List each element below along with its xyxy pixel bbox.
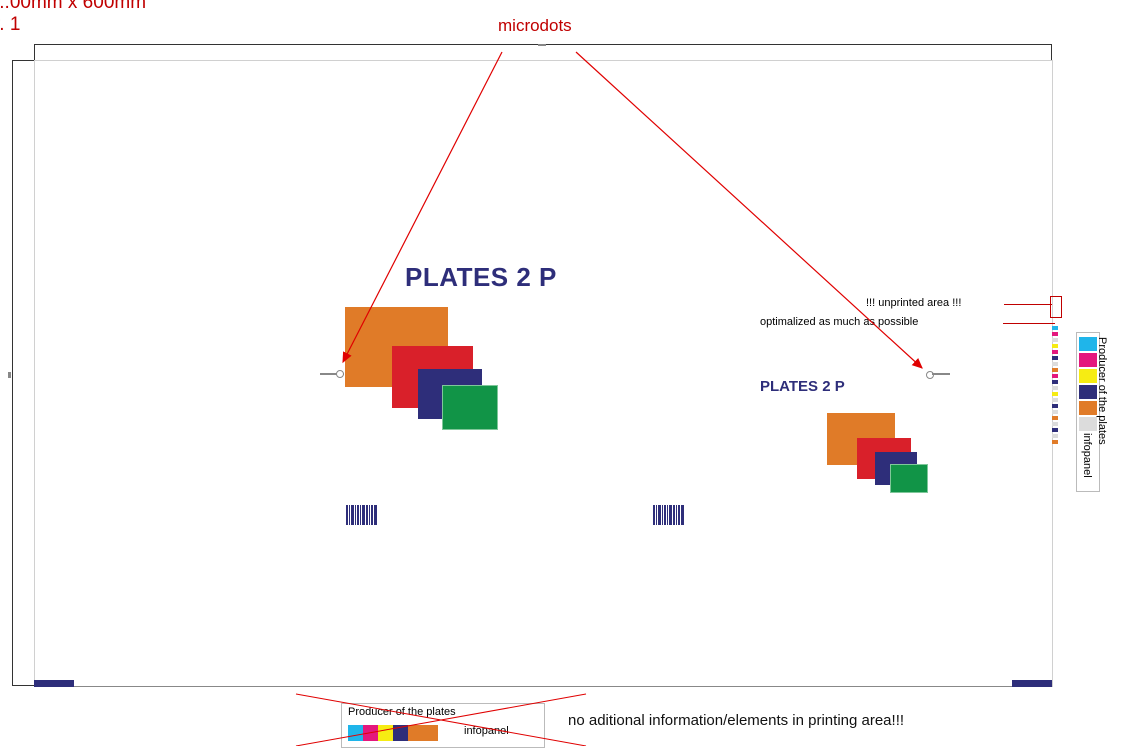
microdot-left: [320, 373, 344, 375]
green-square-small: [890, 464, 928, 493]
green-square-large: [442, 385, 498, 430]
bottom-swatch-cyan: [348, 725, 363, 741]
left-center-mark: [8, 372, 11, 378]
microdot-left-circle: [336, 370, 344, 378]
document-header: ...00mm x 600mm r. 1: [0, 0, 146, 36]
unprinted-area-leader: [1004, 304, 1052, 305]
printing-sheet: [34, 60, 1053, 687]
bottom-swatch-orange-2: [423, 725, 438, 741]
barcode-center: [653, 505, 685, 525]
header-line-2: r. 1: [0, 14, 21, 35]
bottom-swatch-navy: [393, 725, 408, 741]
arrow-to-right-microdot: [575, 51, 923, 369]
unprinted-area-box: [1050, 296, 1062, 318]
microdots-label: microdots: [498, 16, 572, 35]
bottom-swatch-orange: [408, 725, 423, 741]
microdot-right-circle: [926, 371, 934, 379]
bottom-left-mark: [34, 680, 74, 687]
infopanel-label-text: infopanel: [1081, 433, 1093, 478]
edge-color-strip: [1052, 326, 1058, 446]
swatch-yellow: [1079, 369, 1097, 383]
cross-line-2: [295, 693, 587, 746]
swatch-navy: [1079, 385, 1097, 399]
no-info-note: no aditional information/elements in pri…: [568, 712, 905, 729]
bottom-edge-rule: [34, 686, 1051, 687]
swatch-cyan: [1079, 337, 1097, 351]
top-left-tick: [34, 44, 35, 60]
optimalized-note: optimalized as much as possible: [760, 316, 919, 328]
plates-title-small: PLATES 2 P: [760, 378, 845, 395]
bottom-right-mark: [1012, 680, 1052, 687]
bottom-producer-text: Producer of the plates: [348, 706, 456, 718]
plates-title-large: PLATES 2 P: [405, 262, 557, 292]
swatch-orange: [1079, 401, 1097, 415]
left-register-rule: [12, 60, 13, 686]
arrow-to-left-microdot: [342, 51, 503, 364]
unprinted-area-note: !!! unprinted area !!!: [866, 297, 962, 309]
left-bottom-tick: [12, 685, 34, 686]
infopanel-right: Producer of the plates infopanel: [1076, 332, 1108, 492]
top-right-tick: [1051, 44, 1052, 60]
top-center-mark: [538, 44, 546, 46]
swatch-grey: [1079, 417, 1097, 431]
infopanel-producer-text: Producer of the plates: [1096, 337, 1108, 445]
swatch-magenta: [1079, 353, 1097, 367]
infopanel-bottom: Producer of the plates infopanel: [341, 703, 545, 748]
barcode-left: [346, 505, 378, 525]
left-top-tick: [12, 60, 34, 61]
optimalized-leader: [1003, 323, 1055, 324]
bottom-infopanel-label: infopanel: [464, 725, 509, 737]
header-line-1: ...00mm x 600mm: [0, 0, 147, 13]
microdot-right: [932, 373, 950, 375]
